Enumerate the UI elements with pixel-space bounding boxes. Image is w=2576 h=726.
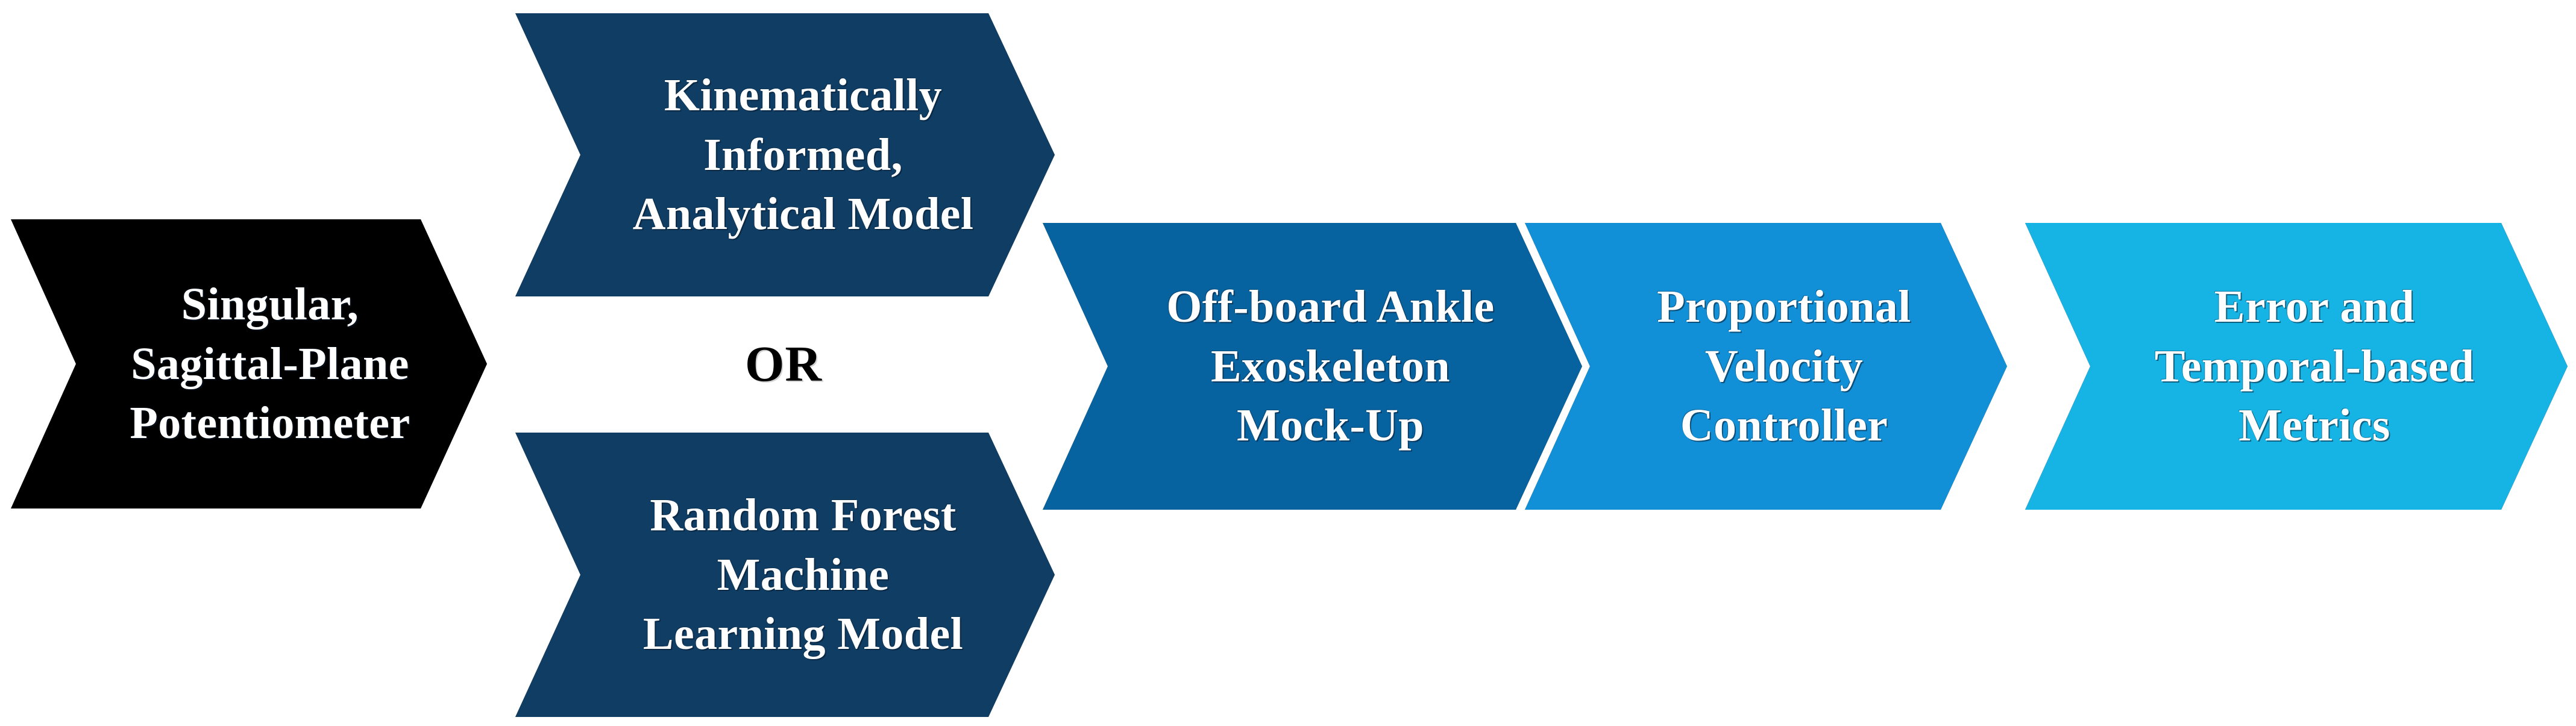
chevron-fill [1043, 223, 1582, 510]
chevron-fill [2025, 223, 2568, 510]
chevron-fill [1525, 223, 2007, 510]
flow-node-singular-sagittal-plane-potentiometer[interactable]: Singular, Sagittal-Plane Potentiometer [11, 219, 487, 509]
flow-node-off-board-ankle-exoskeleton-mock-up[interactable]: Off-board Ankle Exoskeleton Mock-Up [1043, 223, 1582, 510]
flow-node-label: Proportional Velocity Controller [1657, 281, 1911, 451]
chevron-fill [515, 433, 1055, 717]
flow-node-label: Kinematically Informed, Analytical Model [632, 69, 974, 240]
flow-node-label: Singular, Sagittal-Plane Potentiometer [130, 278, 410, 449]
chevron-fill [515, 13, 1055, 296]
flow-node-kinematically-informed-analytical-model[interactable]: Kinematically Informed, Analytical Model [515, 13, 1055, 296]
flow-node-error-and-temporal-based-metrics[interactable]: Error and Temporal-based Metrics [2025, 223, 2568, 510]
branch-or-connector: OR [542, 301, 1025, 428]
flow-node-label: Error and Temporal-based Metrics [2154, 281, 2475, 451]
flow-node-label: Off-board Ankle Exoskeleton Mock-Up [1166, 281, 1495, 451]
flow-node-label: Random Forest Machine Learning Model [642, 489, 964, 660]
flow-node-proportional-velocity-controller[interactable]: Proportional Velocity Controller [1525, 223, 2007, 510]
or-connector-label: OR [745, 336, 822, 392]
flow-node-random-forest-machine-learning-model[interactable]: Random Forest Machine Learning Model [515, 433, 1055, 717]
chevron-fill [11, 219, 487, 509]
